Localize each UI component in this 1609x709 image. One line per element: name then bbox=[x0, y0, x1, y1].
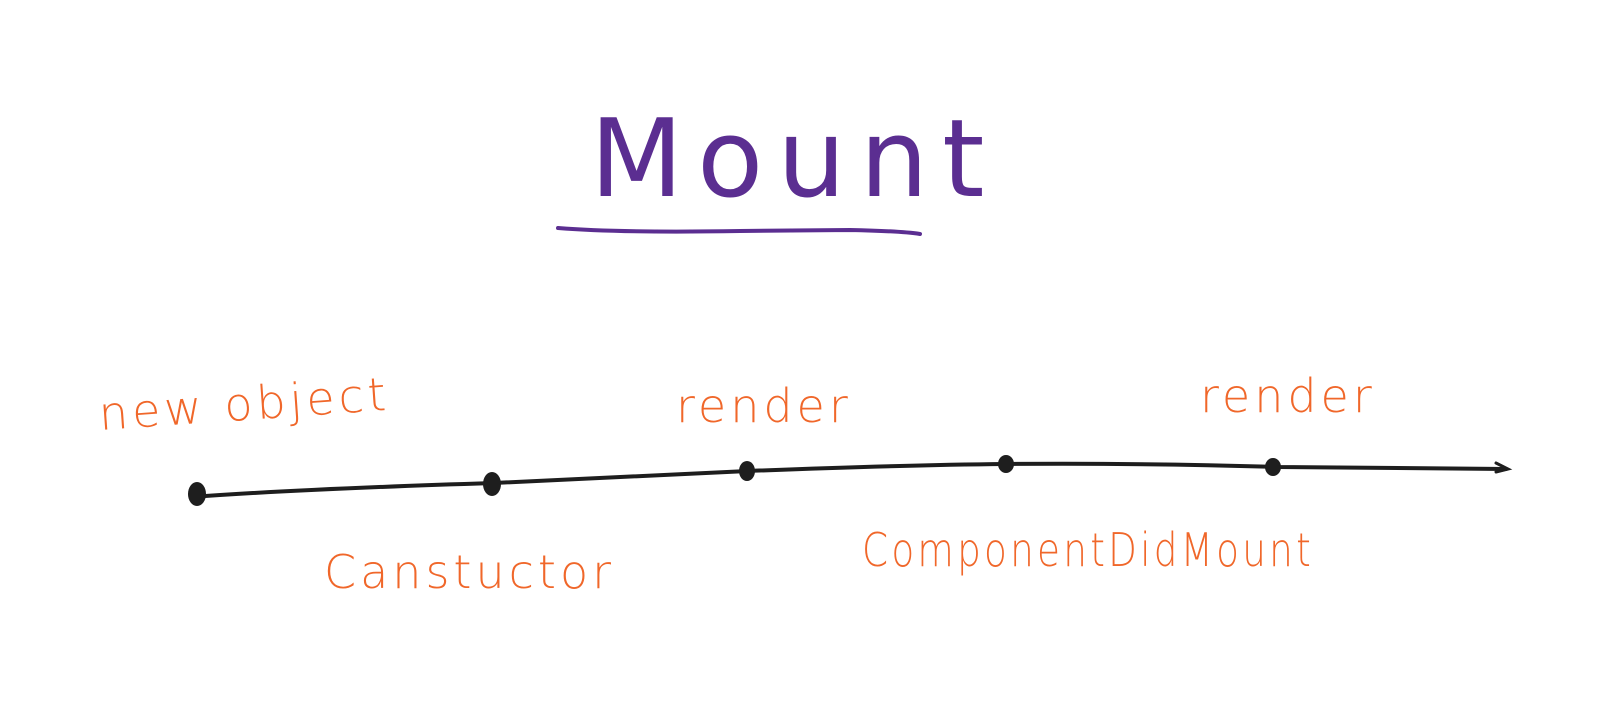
event-label-new-object: new object bbox=[97, 367, 392, 441]
timeline-arrowhead bbox=[1494, 461, 1513, 474]
event-label-component-did-mount: ComponentDidMount bbox=[862, 523, 1314, 577]
diagram-title: Mount bbox=[590, 97, 999, 222]
timeline-point-render-1 bbox=[739, 461, 755, 481]
timeline-point-render-2 bbox=[1265, 458, 1281, 476]
timeline-point-constructor bbox=[483, 472, 501, 496]
timeline-point-new-object bbox=[188, 482, 206, 506]
timeline-line bbox=[190, 461, 1508, 499]
event-label-render-1: render bbox=[676, 379, 852, 433]
event-label-constructor: Canstuctor bbox=[324, 545, 615, 599]
timeline-point-component-did-mount bbox=[998, 455, 1014, 473]
title-underline bbox=[556, 226, 922, 236]
event-label-render-2: render bbox=[1200, 369, 1376, 423]
